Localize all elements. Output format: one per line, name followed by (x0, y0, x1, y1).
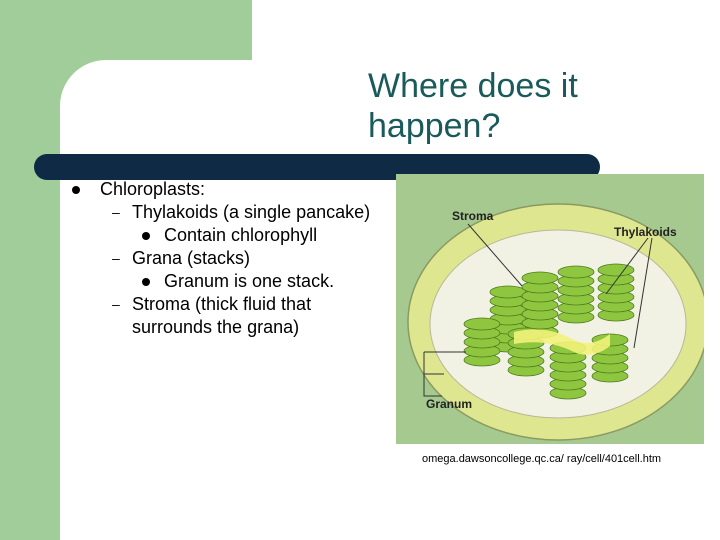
stroma-lamella (514, 329, 610, 355)
thylakoids-pointer-2 (633, 237, 653, 349)
label-thylakoids: Thylakoids (614, 225, 677, 239)
thylakoid-disc (597, 263, 635, 277)
background-green-strip-left (0, 0, 60, 540)
dash-marker: – (112, 296, 120, 312)
dash-marker: – (112, 204, 120, 220)
thylakoid-disc (557, 265, 595, 279)
slide-title: Where does it happen? (368, 67, 578, 145)
bullet-dot (142, 278, 150, 286)
bullet-text: Thylakoids (a single pancake) (132, 202, 371, 222)
bullet-item-chloroplasts: Chloroplasts: (60, 178, 380, 201)
bullet-dot (142, 232, 150, 240)
thylakoid-disc (489, 285, 527, 299)
bullet-item-contain-chlorophyll: Contain chlorophyll (60, 224, 380, 247)
bullet-text: Stroma (thick fluid that surrounds the g… (132, 294, 312, 337)
bullet-dot (72, 186, 80, 194)
thylakoids-pointer-1 (605, 237, 649, 295)
label-stroma: Stroma (452, 209, 494, 223)
chloroplast-diagram: Stroma Thylakoids Granum (396, 174, 704, 444)
label-granum: Granum (426, 397, 472, 411)
bullet-item-stroma: – Stroma (thick fluid that surrounds the… (60, 293, 380, 339)
bullet-item-grana: – Grana (stacks) (60, 247, 380, 270)
bullet-text: Contain chlorophyll (164, 225, 318, 245)
bullet-text: Grana (stacks) (132, 248, 251, 268)
thylakoid-disc (463, 317, 501, 331)
image-source-caption: omega.dawsoncollege.qc.ca/ ray/cell/401c… (422, 453, 662, 465)
granum-bracket (423, 351, 466, 397)
dash-marker: – (112, 250, 120, 266)
thylakoid-disc (521, 271, 559, 285)
bullet-text: Chloroplasts: (100, 179, 206, 199)
bullet-list: Chloroplasts: – Thylakoids (a single pan… (60, 178, 380, 339)
bullet-text: Granum is one stack. (164, 271, 335, 291)
stroma-pointer (467, 223, 523, 287)
bullet-item-thylakoids: – Thylakoids (a single pancake) (60, 201, 380, 224)
bullet-item-granum: Granum is one stack. (60, 270, 380, 293)
